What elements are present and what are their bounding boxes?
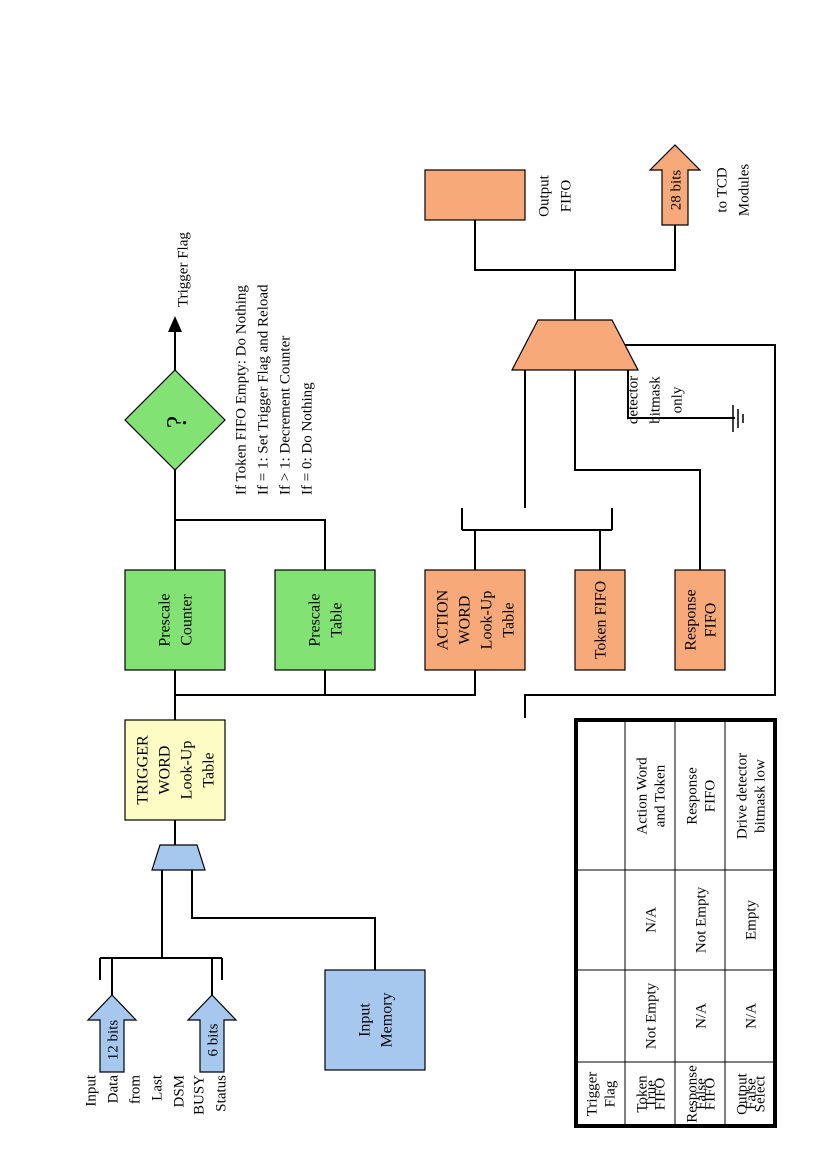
input-mux — [151, 844, 206, 871]
trigger-flag-label: Trigger Flag — [175, 232, 191, 307]
busy-status-bits: 6 bits — [205, 1023, 221, 1056]
action-word-lut-box — [424, 569, 526, 671]
table-cell: Not Empty — [643, 982, 659, 1049]
table-grid — [578, 722, 773, 1124]
output-fifo-box — [424, 169, 526, 221]
prescale-counter-box — [124, 569, 226, 671]
output-bits-label: 28 bits — [668, 170, 684, 211]
trigger-word-lut-box — [124, 719, 226, 821]
table-cell: N/A — [643, 907, 659, 933]
table-cell: Not Empty — [693, 886, 709, 953]
output-bits-arrow — [648, 144, 702, 226]
table-cell: N/A — [693, 1003, 709, 1029]
decision-diamond — [124, 369, 226, 471]
table-cell: N/A — [743, 1003, 759, 1029]
token-fifo-box — [574, 569, 626, 671]
table-cell: Empty — [743, 900, 759, 940]
output-select-table-border — [574, 718, 777, 1128]
table-cell: False — [693, 1078, 709, 1110]
table-cell: True — [643, 1080, 659, 1108]
connector-lines — [99, 220, 776, 1000]
decision-symbol: ? — [162, 416, 193, 428]
input-data-arrow — [86, 994, 138, 1073]
response-fifo-box — [674, 569, 726, 671]
ground-symbol — [732, 405, 744, 432]
busy-status-arrow — [186, 994, 238, 1073]
input-data-bits: 12 bits — [105, 1020, 121, 1061]
input-memory-box — [324, 969, 426, 1071]
trigger-flag-arrowhead — [168, 316, 182, 332]
prescale-table-box — [274, 569, 376, 671]
table-cell: False — [743, 1078, 759, 1110]
output-mux — [511, 319, 639, 371]
token-fifo-label: Token FIFO — [593, 581, 610, 659]
